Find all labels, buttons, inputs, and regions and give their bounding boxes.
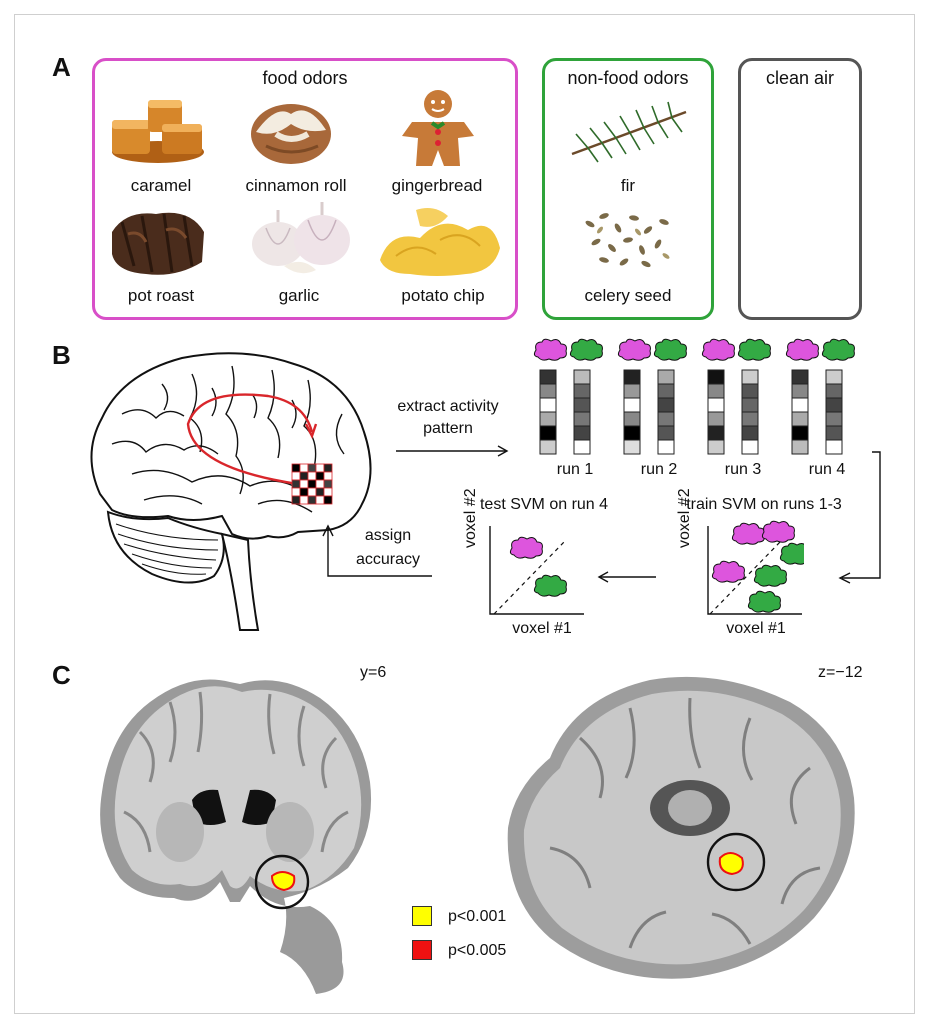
coronal-slice-label: y=6: [360, 664, 387, 681]
test-yaxis-label: voxel #2: [462, 488, 479, 548]
food-odors-box: [92, 58, 518, 320]
label-pot-roast: pot roast: [127, 286, 195, 305]
extract-arrow: [396, 445, 509, 457]
assign-line-2: accuracy: [355, 551, 421, 568]
panel-b-letter: B: [52, 340, 71, 370]
test-svm-plot: [489, 526, 584, 615]
cinnamon-roll-image: [251, 104, 331, 164]
clean-air-title: clean air: [765, 68, 835, 88]
axial-mri-slice: [507, 676, 855, 979]
legend-label-p005: p<0.005: [448, 942, 507, 959]
extract-line-2: pattern: [423, 420, 473, 437]
food-odors-title: food odors: [262, 68, 348, 88]
run4-to-train-arrow: [838, 451, 881, 584]
non-food-odors-title: non-food odors: [567, 68, 689, 88]
train-to-test-arrow: [597, 571, 656, 583]
label-gingerbread: gingerbread: [391, 176, 483, 195]
legend-label-p001: p<0.001: [448, 908, 507, 925]
train-xaxis-label: voxel #1: [726, 620, 786, 637]
axial-slice-label: z=−12: [818, 664, 863, 681]
run-3-label: run 3: [724, 461, 762, 478]
test-xaxis-label: voxel #1: [512, 620, 572, 637]
celery-seed-image: [585, 213, 670, 268]
non-food-odors-box: [542, 58, 714, 320]
figure-frame: [14, 14, 915, 1014]
extract-activity-label: extract activity pattern: [378, 396, 518, 440]
garlic-image: [252, 202, 350, 274]
pot-roast-image: [112, 212, 204, 275]
assign-accuracy-label: assign accuracy: [340, 524, 436, 572]
train-svm-plot: [707, 520, 804, 615]
clean-air-box: [738, 58, 862, 320]
run-2-label: run 2: [640, 461, 678, 478]
test-to-brain-arrow: [322, 524, 432, 577]
test-svm-title: test SVM on run 4: [479, 496, 609, 513]
run-1-label: run 1: [556, 461, 594, 478]
label-garlic: garlic: [278, 286, 320, 305]
run-patterns: [533, 338, 855, 455]
gingerbread-image: [402, 90, 474, 166]
label-potato-chip: potato chip: [401, 286, 485, 305]
brain-illustration: [90, 352, 372, 631]
assign-line-1: assign: [364, 527, 412, 544]
legend-swatch-p001: [412, 906, 432, 926]
label-fir: fir: [620, 176, 636, 195]
label-celery-seed: celery seed: [584, 286, 672, 305]
coronal-mri-slice: [100, 679, 372, 994]
train-yaxis-label: voxel #2: [676, 488, 693, 548]
caramel-image: [112, 100, 204, 163]
panel-a-letter: A: [52, 52, 71, 82]
label-cinnamon-roll: cinnamon roll: [245, 176, 347, 195]
panel-c-letter: C: [52, 660, 71, 690]
train-svm-title: train SVM on runs 1-3: [686, 496, 842, 513]
legend-swatch-p005: [412, 940, 432, 960]
label-caramel: caramel: [130, 176, 192, 195]
potato-chip-image: [380, 208, 500, 276]
extract-line-1: extract activity: [397, 398, 499, 415]
fir-image: [571, 101, 687, 163]
run-4-label: run 4: [808, 461, 846, 478]
